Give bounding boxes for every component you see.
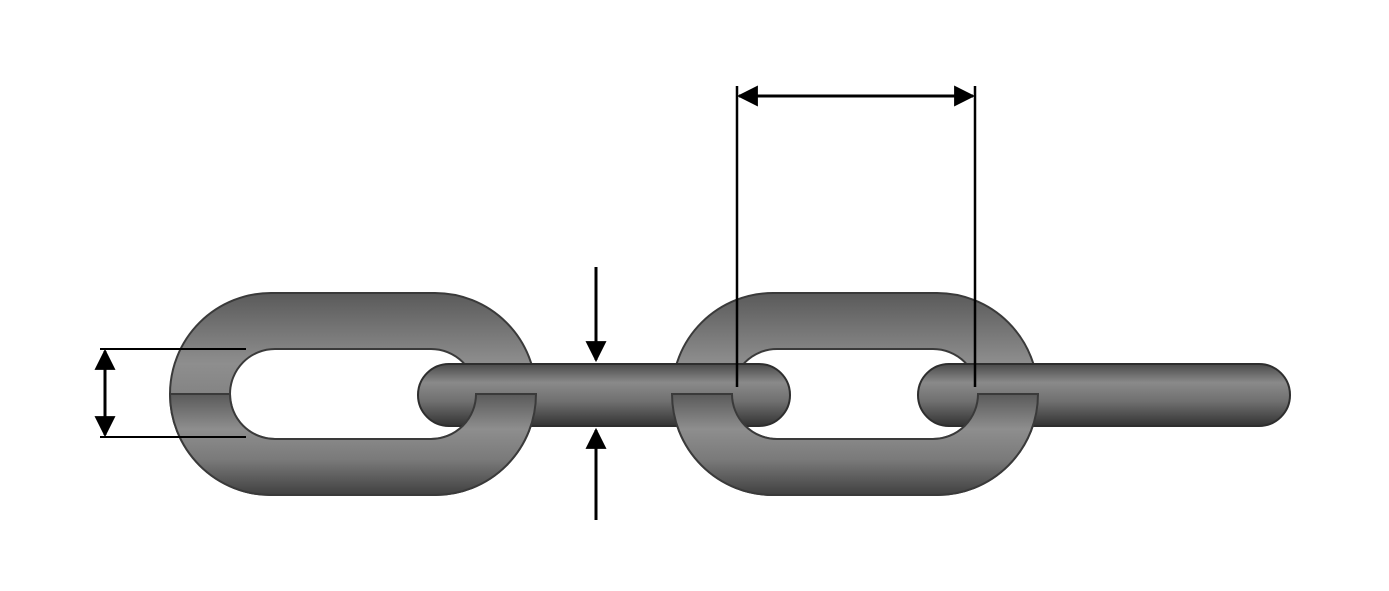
dimension-inner-width	[94, 348, 246, 438]
interlock-overlap	[168, 393, 1040, 496]
dimension-pitch	[735, 85, 977, 387]
